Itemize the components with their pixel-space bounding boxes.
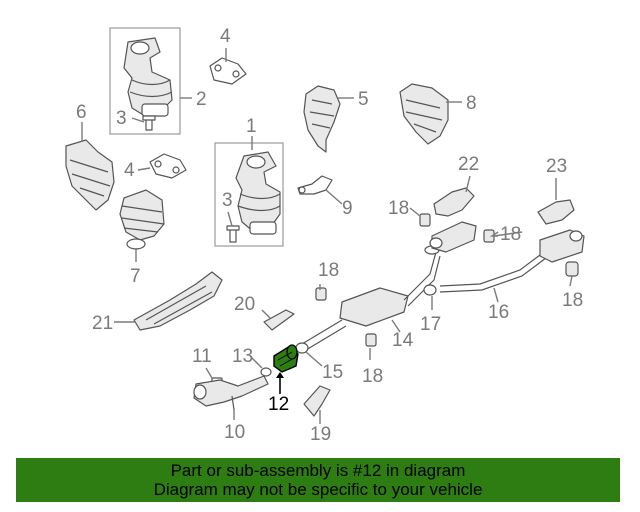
callout-11: 11 (192, 346, 212, 367)
callout-13: 13 (232, 346, 253, 367)
part-18-mount-c[interactable] (315, 287, 327, 301)
part-22-heat-shield[interactable] (433, 187, 475, 217)
callout-5: 5 (358, 89, 369, 110)
part-4-gasket-lower[interactable] (149, 153, 187, 179)
part-5-heat-shield[interactable] (303, 85, 341, 153)
part-18-mount-a[interactable] (419, 213, 431, 227)
part-16-tailpipe[interactable] (439, 229, 585, 293)
callout-18-c: 18 (318, 260, 339, 281)
part-2-frame (109, 27, 181, 135)
part-2-catalytic-converter[interactable] (123, 37, 173, 117)
callout-22: 22 (458, 154, 479, 175)
banner-line-part: Part or sub-assembly is #12 in diagram (170, 461, 466, 480)
part-4-gasket-upper[interactable] (209, 57, 247, 85)
part-18-mount-e[interactable] (565, 261, 579, 277)
muffler-left[interactable] (429, 221, 477, 253)
callout-15: 15 (322, 362, 343, 383)
part-3-bolt-lower[interactable] (226, 225, 240, 243)
callout-19: 19 (310, 424, 331, 445)
part-1-catalytic-converter[interactable] (235, 151, 281, 235)
part-7-catalytic-converter[interactable] (119, 189, 165, 250)
part-15-gasket[interactable] (295, 342, 309, 354)
part-3-bolt-upper[interactable] (142, 115, 156, 131)
callout-18-a: 18 (388, 198, 409, 219)
callout-3-upper: 3 (116, 108, 127, 129)
part-10-front-pipe[interactable] (193, 375, 269, 411)
callout-12: 12 (268, 394, 289, 415)
part-9-bracket[interactable] (297, 175, 333, 195)
part-13-gasket[interactable] (260, 367, 272, 377)
part-12-flexible-pipe[interactable] (273, 344, 299, 373)
callout-4-upper: 4 (220, 26, 231, 47)
leader-lines (81, 48, 573, 424)
part-17-gasket[interactable] (423, 284, 437, 296)
part-8-heat-shield[interactable] (399, 83, 449, 145)
banner-line-disclaimer: Diagram may not be specific to your vehi… (153, 480, 483, 499)
callout-9: 9 (342, 198, 353, 219)
callout-23: 23 (546, 156, 567, 177)
part-23-heat-shield[interactable] (537, 199, 575, 225)
callout-3-lower: 3 (222, 190, 233, 211)
callout-8: 8 (466, 93, 477, 114)
exhaust-parts-diagram: 4 2 3 5 8 6 1 4 22 23 3 9 18 18 18 7 20 … (65, 26, 585, 445)
part-18-mount-d[interactable] (365, 333, 377, 347)
callout-1: 1 (246, 116, 257, 137)
part-1-frame (214, 142, 284, 247)
callout-17: 17 (420, 314, 441, 335)
callout-21: 21 (92, 313, 113, 334)
part-21-heat-shield[interactable] (133, 271, 223, 331)
callout-4-lower: 4 (124, 160, 135, 181)
part-20-bracket[interactable] (263, 309, 295, 331)
callout-18-b: 18 (500, 224, 521, 245)
callout-16: 16 (488, 302, 509, 323)
callout-14: 14 (392, 330, 414, 351)
callout-labels: 4 2 3 5 8 6 1 4 22 23 3 9 18 18 18 7 20 … (76, 26, 583, 445)
part-6-heat-shield[interactable] (65, 139, 115, 211)
part-19-bracket[interactable] (303, 385, 331, 417)
callout-7: 7 (130, 266, 141, 287)
callout-10: 10 (224, 422, 245, 443)
callout-6: 6 (76, 102, 87, 123)
callout-20: 20 (234, 294, 255, 315)
callout-18-d: 18 (362, 366, 383, 387)
callout-18-e: 18 (562, 290, 583, 311)
callout-2: 2 (196, 89, 207, 110)
info-banner: Part or sub-assembly is #12 in diagram D… (16, 458, 620, 502)
